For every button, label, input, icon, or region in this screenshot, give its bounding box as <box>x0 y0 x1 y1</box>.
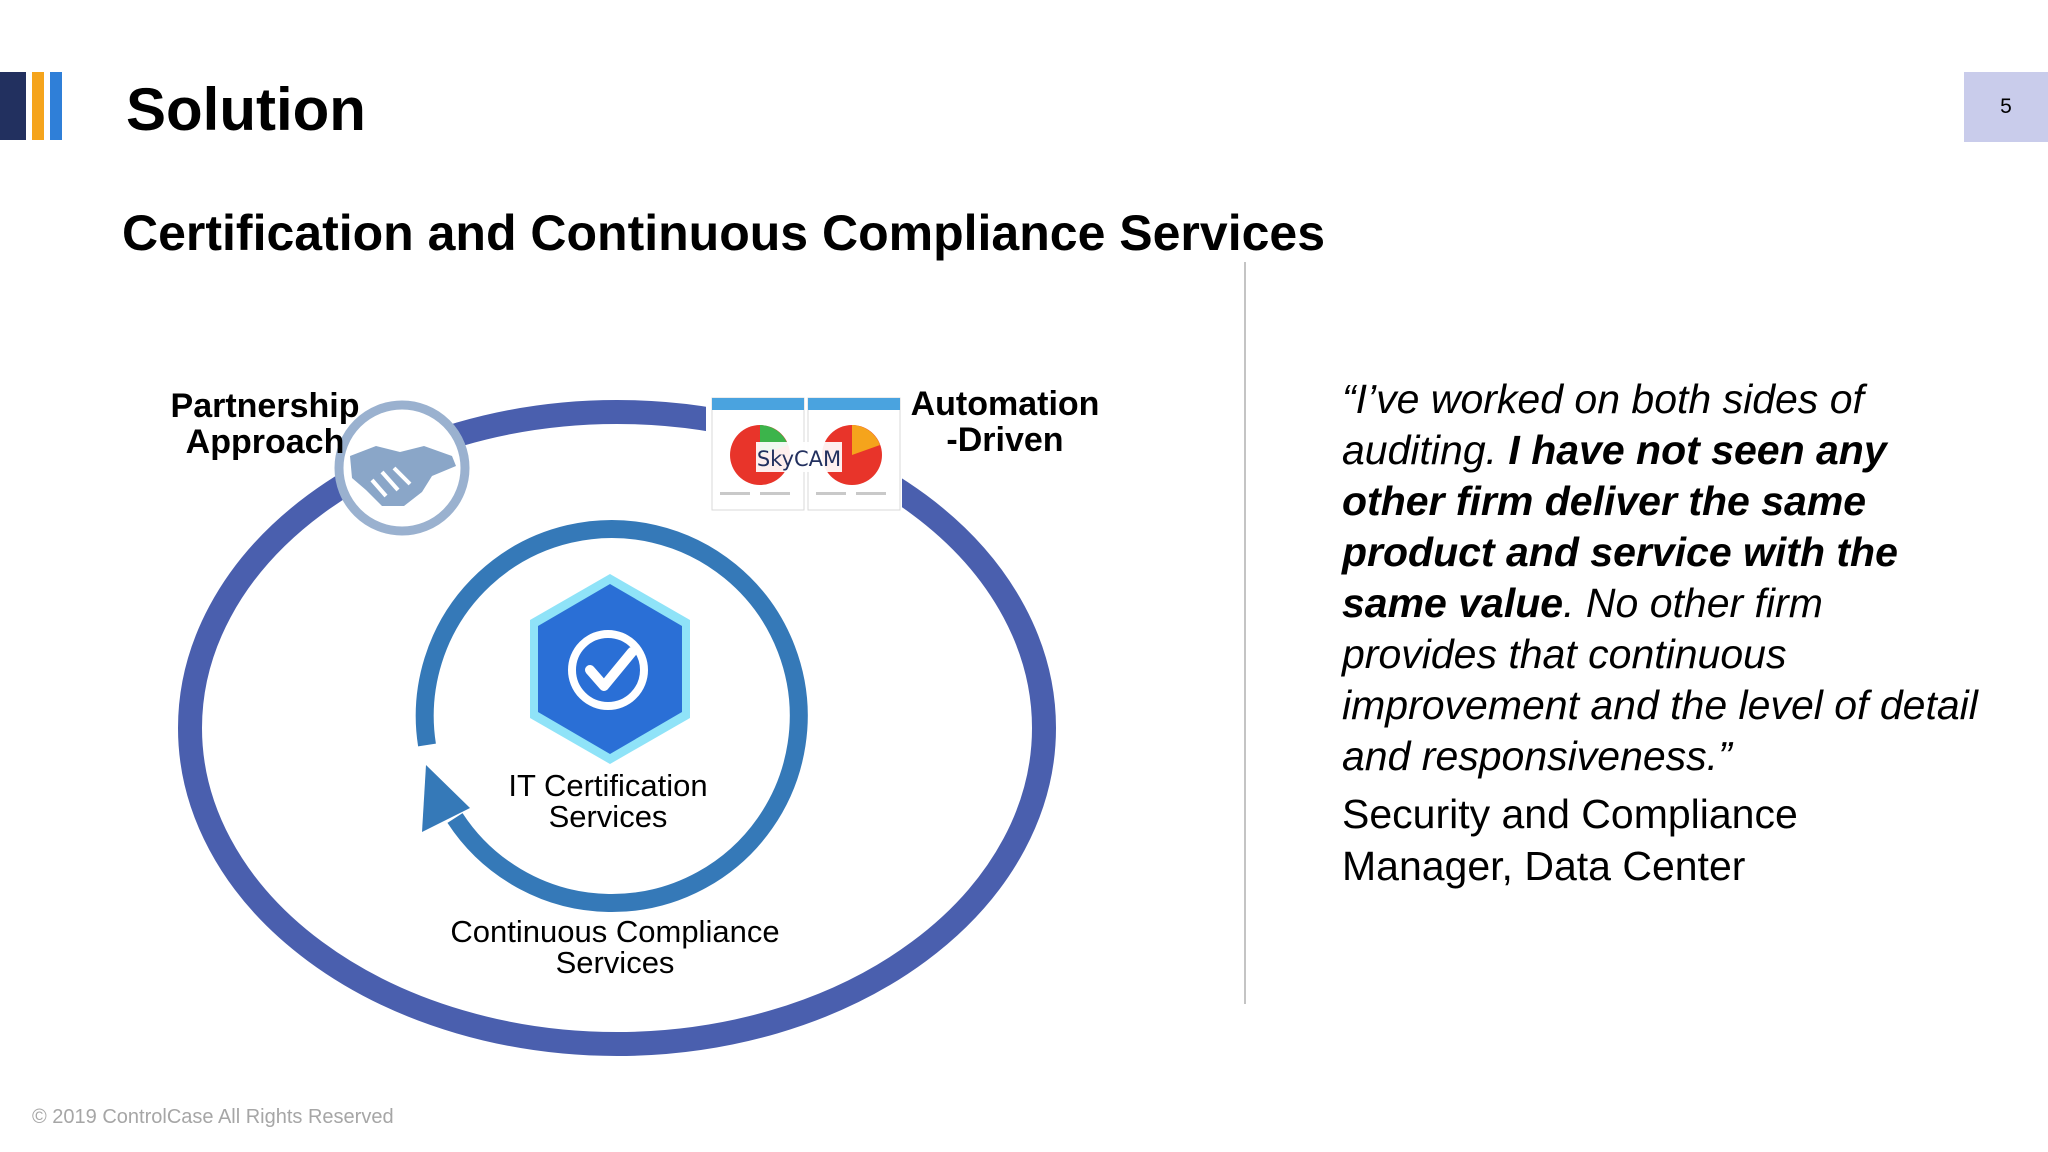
outer-ring <box>178 400 1056 1056</box>
brand-bar-orange <box>32 72 44 140</box>
partnership-line1: Partnership <box>170 387 360 425</box>
circular-arrow-icon <box>422 765 470 832</box>
quote-bold: I have not seen any other firm deliver t… <box>1342 427 1898 626</box>
attribution-line1: Security and Compliance <box>1342 791 1798 837</box>
ccs-line1: Continuous Compliance <box>450 914 780 949</box>
vertical-divider <box>1244 262 1246 1004</box>
partnership-approach-label: Partnership Approach <box>160 388 370 460</box>
it-cert-line1: IT Certification <box>508 768 708 803</box>
brand-bar-navy <box>0 72 26 140</box>
quote-part1: “I’ve worked on both sides of auditing. <box>1342 376 1864 473</box>
handshake-icon <box>334 400 470 536</box>
brand-bar-blue <box>50 72 62 140</box>
skycam-thumbnail: SkyCAM <box>711 397 901 511</box>
slide-title: Solution <box>126 76 366 143</box>
ccs-line2: Services <box>555 945 675 980</box>
copyright-footer: © 2019 ControlCase All Rights Reserved <box>32 1106 394 1128</box>
quote-part2: . No other firm provides that continuous… <box>1342 580 1978 779</box>
automation-line1: Automation <box>910 385 1100 423</box>
brand-bars <box>0 72 70 140</box>
customer-quote: “I’ve worked on both sides of auditing. … <box>1342 374 1982 782</box>
skycam-logo: SkyCAM <box>757 447 841 471</box>
it-cert-line2: Services <box>548 799 668 834</box>
continuous-compliance-label: Continuous Compliance Services <box>440 916 790 978</box>
attribution-line2: Manager, Data Center <box>1342 843 1746 889</box>
slide-subtitle: Certification and Continuous Compliance … <box>122 205 1326 261</box>
it-certification-label: IT Certification Services <box>480 770 736 832</box>
compliance-cycle-diagram: SkyCAM <box>178 397 1056 1056</box>
automation-line2: -Driven <box>946 421 1064 459</box>
inner-ring <box>415 520 808 912</box>
checkmark-hexagon-icon <box>530 574 690 764</box>
partnership-line2: Approach <box>185 423 345 461</box>
page-number: 5 <box>1964 72 2048 142</box>
automation-driven-label: Automation -Driven <box>900 386 1110 458</box>
quote-attribution: Security and Compliance Manager, Data Ce… <box>1342 788 1942 892</box>
